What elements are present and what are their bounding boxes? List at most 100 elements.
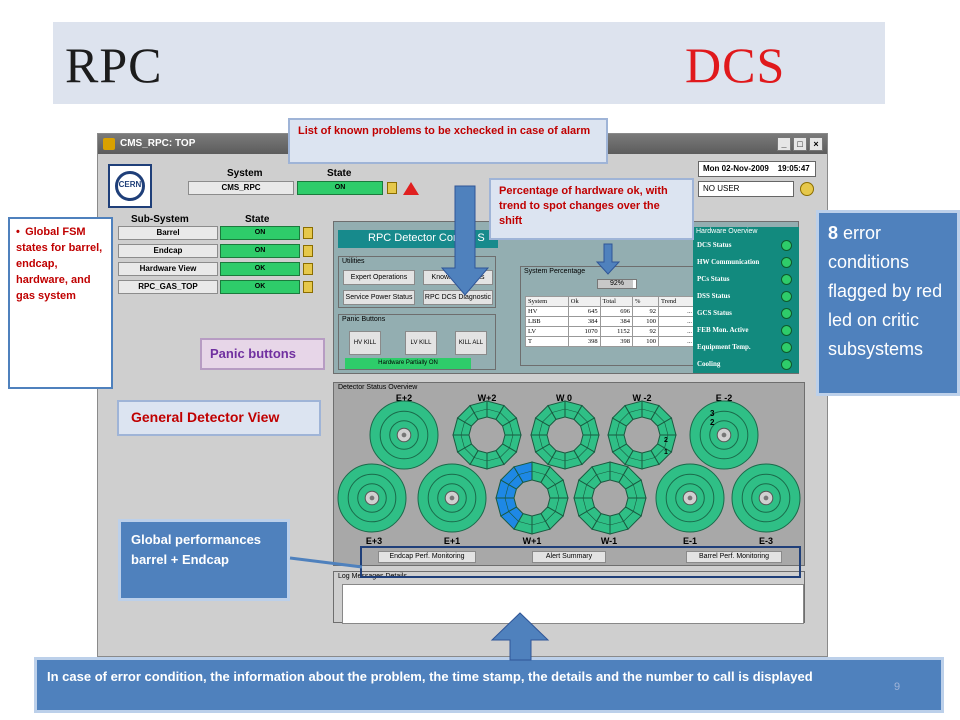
bullet-icon: • [16, 226, 20, 238]
barrel-w-plus-1-sector-line [545, 511, 556, 522]
system-lock-icon[interactable] [387, 182, 397, 194]
hw-dcs-status: DCS Status [697, 241, 732, 249]
wheel-label-w-0: W 0 [555, 393, 572, 403]
subsystem-barrel[interactable]: Barrel [118, 226, 218, 240]
barrel-w-plus-1-sector [513, 461, 533, 483]
subsystem-gas-state[interactable]: OK [220, 280, 300, 294]
barrel-w-plus-2-sector-line [499, 412, 510, 423]
barrel-w-plus-2-sector-line [486, 408, 501, 413]
endcap-e-plus-3-hub-dot [369, 495, 375, 501]
login-key-icon[interactable] [800, 182, 814, 196]
hv-kill-button[interactable]: HV KILL [349, 331, 381, 355]
error-count: 8 [828, 223, 839, 243]
barrel-w-plus-2-sector-line [460, 434, 465, 449]
barrel-w-minus-2-sector-line [615, 421, 620, 436]
barrel-w-plus-1-sector-line [555, 497, 560, 512]
barrel-w-0-sector-line [538, 434, 543, 449]
rpc-dcs-diagnostic-button[interactable]: RPC DCS Diagnostic [423, 290, 493, 305]
window-title: CMS_RPC: TOP [120, 138, 196, 149]
slide-title-rpc: RPC [65, 37, 163, 93]
callout-error-conditions: 8 error conditions flagged by red led on… [816, 210, 960, 396]
wheel-label-w-plus-1: W+1 [522, 536, 542, 546]
wheel-label-e-minus-3: E-3 [758, 536, 773, 546]
subsystem-hardware-state[interactable]: OK [220, 262, 300, 276]
callout-panic-buttons: Panic buttons [200, 338, 325, 370]
barrel-w-minus-2-sector-line [619, 447, 630, 458]
gas-lock-icon[interactable] [303, 281, 313, 293]
maximize-button[interactable]: □ [793, 137, 807, 151]
barrel-w-plus-2-sector-line [460, 421, 465, 436]
cern-logo: CERN [108, 164, 152, 208]
barrel-w-0-sector-line [587, 434, 592, 449]
subsystem-state-header: State [245, 214, 270, 225]
hw-pcs-status: PCs Status [697, 275, 730, 283]
log-messages-area[interactable] [342, 584, 804, 624]
barrel-perf-monitoring-button[interactable]: Barrel Perf. Monitoring [686, 551, 782, 563]
subsystem-barrel-state[interactable]: ON [220, 226, 300, 240]
page-number: 9 [894, 681, 901, 693]
barrel-w-0-sector-line [577, 447, 588, 458]
system-name[interactable]: CMS_RPC [188, 181, 294, 195]
barrel-lock-icon[interactable] [303, 227, 313, 239]
wheel-label-w-minus-2: W -2 [632, 393, 652, 403]
hardware-lock-icon[interactable] [303, 263, 313, 275]
error-text: error conditions flagged by red led on c… [828, 223, 943, 359]
barrel-w-0-sector-line [564, 457, 579, 462]
service-power-status-button[interactable]: Service Power Status [343, 290, 415, 305]
cell: 398 [599, 336, 633, 347]
app-icon [103, 138, 115, 150]
expert-operations-button[interactable]: Expert Operations [343, 270, 415, 285]
endcap-perf-monitoring-button[interactable]: Endcap Perf. Monitoring [378, 551, 476, 563]
wheel-label-w-plus-2: W+2 [477, 393, 497, 403]
hw-dss-status: DSS Status [697, 292, 731, 300]
hw-communication-led-icon [781, 257, 792, 268]
lv-kill-button[interactable]: LV KILL [405, 331, 437, 355]
barrel-w-plus-1-sector-line [555, 484, 560, 499]
system-header: System [227, 168, 263, 179]
barrel-w-minus-2-sector [624, 400, 643, 420]
barrel-w-plus-2-sector-line [464, 447, 475, 458]
gcs-status-led-icon [781, 308, 792, 319]
slide-title-dcs: DCS [685, 37, 786, 93]
barrel-w-plus-2-sector-line [473, 408, 488, 413]
alert-summary-button[interactable]: Alert Summary [532, 551, 606, 563]
hardware-overview-panel: Hardware Overview DCS Status HW Communic… [693, 227, 799, 373]
barrel-w-plus-2-sector-line [509, 434, 514, 449]
barrel-w-minus-1-sector [591, 461, 611, 483]
arrow-percentage [595, 243, 621, 275]
callout-error-info: In case of error condition, the informat… [34, 657, 944, 713]
subsystem-hardware-view[interactable]: Hardware View [118, 262, 218, 276]
barrel-w-minus-2-sector-line [641, 408, 656, 413]
endcap-e-plus-2-hub-dot [401, 432, 407, 438]
system-warning-icon[interactable] [403, 182, 419, 195]
subsystem-endcap[interactable]: Endcap [118, 244, 218, 258]
barrel-w-minus-1-sector-line [586, 474, 597, 485]
barrel-w-0-sector-line [577, 412, 588, 423]
hardware-overview-caption: Hardware Overview [696, 228, 758, 235]
w-minus-2-num-b: 1 [664, 449, 668, 456]
barrel-w-0-sector-line [587, 421, 592, 436]
hardware-partially-on-status: Hardware Partially ON [345, 358, 471, 369]
endcap-e-minus-3-hub-dot [763, 495, 769, 501]
barrel-w-plus-2-sector-line [473, 457, 488, 462]
callout-known-problems: List of known problems to be xchecked in… [288, 118, 608, 164]
barrel-w-minus-1-sector-line [582, 484, 587, 499]
endcap-lock-icon[interactable] [303, 245, 313, 257]
barrel-w-plus-2-sector-line [499, 447, 510, 458]
barrel-w-plus-1-sector-line [531, 521, 546, 526]
barrel-w-minus-1-sector-line [586, 511, 597, 522]
system-state[interactable]: ON [297, 181, 383, 195]
barrel-w-0-sector-line [542, 447, 553, 458]
minimize-button[interactable]: _ [777, 137, 791, 151]
barrel-w-minus-2-sector-line [628, 457, 643, 462]
barrel-w-minus-2-sector-line [641, 457, 656, 462]
subsystem-endcap-state[interactable]: ON [220, 244, 300, 258]
close-button[interactable]: × [809, 137, 823, 151]
hw-feb-mon-active: FEB Mon. Active [697, 326, 749, 334]
utilities-caption: Utilities [342, 258, 365, 265]
system-percentage-caption: System Percentage [524, 268, 586, 275]
kill-all-button[interactable]: KILL ALL [455, 331, 487, 355]
subsystem-gas[interactable]: RPC_GAS_TOP [118, 280, 218, 294]
callout-global-fsm: • Global FSM states for barrel, endcap, … [8, 217, 113, 389]
